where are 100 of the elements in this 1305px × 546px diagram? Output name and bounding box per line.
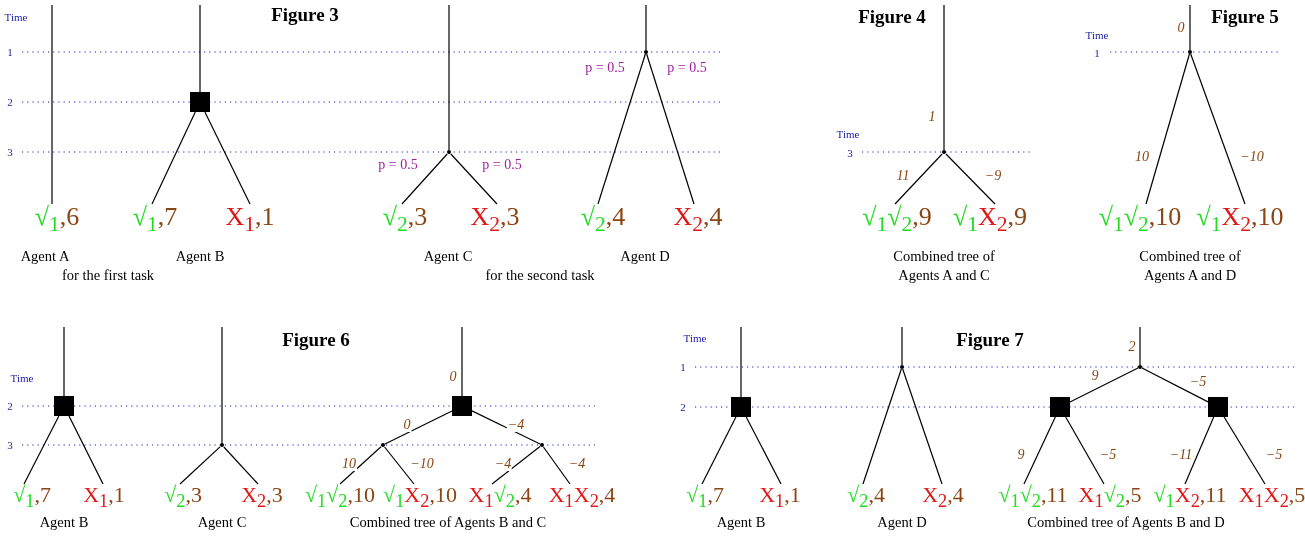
outcome-label: X$_{1}$,1 xyxy=(759,484,801,511)
branch-line xyxy=(597,53,646,205)
tree-caption: Agent D xyxy=(877,514,927,530)
edge-label: 2 xyxy=(1127,340,1137,354)
outcome-label: √$_{1}$√$_{2}$,10 xyxy=(305,484,375,511)
branch-line xyxy=(902,368,943,485)
branch-line xyxy=(1145,53,1190,205)
figure-title: Figure 5 xyxy=(1211,6,1279,26)
branch-line xyxy=(450,153,498,205)
branch-line xyxy=(384,446,415,485)
edge-label: 9 xyxy=(1016,448,1026,462)
chance-node-dot xyxy=(1138,365,1142,369)
tree-caption: Agent B xyxy=(716,514,766,530)
edge-label: −11 xyxy=(1168,448,1194,462)
branch-line xyxy=(1139,326,1141,366)
branch-line xyxy=(1184,416,1215,485)
tree-caption: Combined tree of Agents B and C xyxy=(349,514,547,530)
branch-line xyxy=(1141,367,1209,403)
edge-label: −4 xyxy=(506,418,526,432)
branch-line xyxy=(63,326,65,397)
edge-label: −5 xyxy=(1188,375,1208,389)
branch-line xyxy=(745,416,782,485)
time-axis-label: 1 xyxy=(7,46,13,58)
edge-label: p = 0.5 xyxy=(377,158,419,172)
branch-line xyxy=(542,446,571,485)
outcome-label: X$_{1}$√$_{2}$,5 xyxy=(1078,484,1142,511)
branch-line xyxy=(68,415,104,485)
tree-caption: Agent A xyxy=(20,248,70,264)
edge-label: p = 0.5 xyxy=(584,61,626,75)
time-axis-label: 1 xyxy=(1094,47,1100,59)
edge-label: 0 xyxy=(402,418,412,432)
tree-caption: for the first task xyxy=(61,267,155,283)
edge-label: −5 xyxy=(1098,448,1118,462)
branch-line xyxy=(646,53,695,205)
decision-square xyxy=(1050,397,1070,417)
outcome-label: √$_{1}$,7 xyxy=(13,484,51,511)
outcome-label: √$_{1}$√$_{2}$,11 xyxy=(998,484,1068,511)
outcome-label: X$_{1}$,1 xyxy=(83,484,125,511)
chance-node-dot xyxy=(900,365,904,369)
tree-caption: Agent B xyxy=(39,514,89,530)
branch-line xyxy=(471,410,541,445)
edge-label: −5 xyxy=(1264,448,1284,462)
outcome-label: √$_{1}$,7 xyxy=(686,484,724,511)
branch-line xyxy=(943,4,945,151)
branch-line xyxy=(179,446,221,485)
time-axis-label: 2 xyxy=(7,96,13,108)
tree-caption: Agent B xyxy=(175,248,225,264)
outcome-label: X$_{1}$X$_{2}$,4 xyxy=(548,484,616,511)
branch-line xyxy=(740,326,742,398)
branch-line xyxy=(491,445,541,485)
outcome-label: X$_{2}$,3 xyxy=(241,484,283,511)
branch-line xyxy=(384,410,453,445)
time-axis-label: 1 xyxy=(680,361,686,373)
edge-label: 10 xyxy=(341,457,357,471)
tree-caption: Combined tree of Agents A and C xyxy=(892,247,996,285)
edge-label: p = 0.5 xyxy=(666,61,708,75)
branch-line xyxy=(223,446,259,485)
branch-line xyxy=(645,4,647,51)
tree-caption: Combined tree of Agents A and D xyxy=(1138,247,1242,285)
edge-label: 0 xyxy=(448,370,458,384)
outcome-label: X$_{1}$,1 xyxy=(225,204,275,236)
branch-line xyxy=(862,368,902,485)
time-axis-label: Time xyxy=(10,372,34,384)
branch-line xyxy=(1023,416,1056,485)
outcome-label: √$_{1}$X$_{2}$,9 xyxy=(952,204,1028,236)
decision-square xyxy=(452,396,472,416)
edge-label: 11 xyxy=(895,169,911,183)
chance-node-dot xyxy=(1188,50,1192,54)
tree-caption: for the second task xyxy=(485,267,595,283)
branch-line xyxy=(901,326,903,366)
outcome-label: X$_{1}$√$_{2}$,4 xyxy=(468,484,532,511)
branch-line xyxy=(1189,4,1191,51)
branch-line xyxy=(1223,416,1266,485)
chance-node-dot xyxy=(942,150,946,154)
branch-line xyxy=(339,446,382,485)
outcome-label: √$_{2}$,4 xyxy=(580,204,626,236)
branch-line xyxy=(1190,53,1246,205)
branch-line xyxy=(461,326,463,397)
edge-label: −10 xyxy=(1239,150,1265,164)
time-axis-label: Time xyxy=(1085,29,1109,41)
outcome-label: √$_{1}$X$_{2}$,10 xyxy=(1196,204,1284,236)
decision-square xyxy=(54,396,74,416)
time-axis-label: 3 xyxy=(847,147,853,159)
edge-label: −9 xyxy=(983,169,1003,183)
branch-line xyxy=(1065,416,1105,485)
figure-title: Figure 3 xyxy=(271,4,339,24)
tree-caption: Agent C xyxy=(197,514,247,530)
chance-node-dot xyxy=(220,443,224,447)
time-axis-label: 3 xyxy=(7,439,13,451)
figure-title: Figure 7 xyxy=(956,329,1024,349)
edge-label: −10 xyxy=(409,457,435,471)
branch-line xyxy=(23,415,60,485)
branch-line xyxy=(204,111,251,205)
outcome-label: √$_{2}$,3 xyxy=(382,204,428,236)
outcome-label: √$_{1}$X$_{2}$,11 xyxy=(1153,484,1227,511)
branch-line xyxy=(199,4,201,93)
outcome-label: √$_{2}$,3 xyxy=(164,484,202,511)
decision-square xyxy=(190,92,210,112)
outcome-label: √$_{1}$,7 xyxy=(132,204,178,236)
edge-label: 1 xyxy=(927,110,937,124)
